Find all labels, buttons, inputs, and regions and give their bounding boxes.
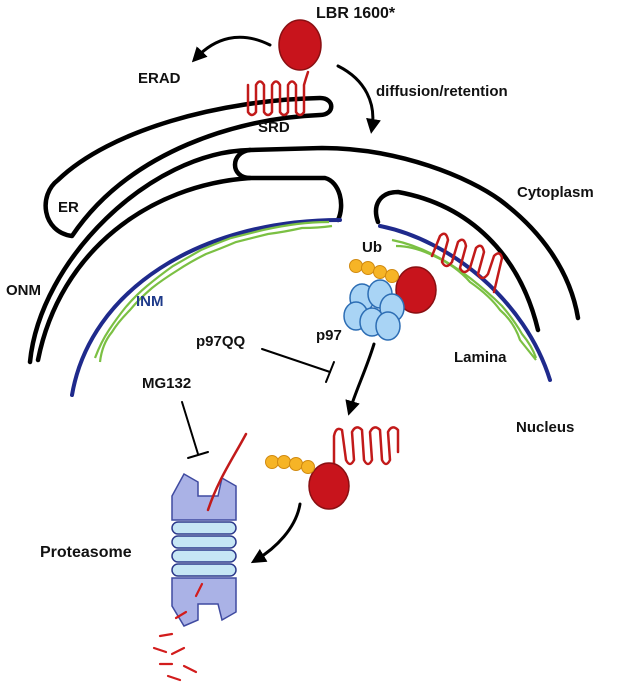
label-mg132: MG132 <box>142 375 191 392</box>
lbr-protein-extracted <box>308 426 400 510</box>
label-lbr: LBR 1600* <box>316 5 396 22</box>
outer-nuclear-membrane <box>232 145 581 321</box>
label-inm: INM <box>136 293 164 310</box>
onm-left-arc <box>35 175 253 363</box>
label-p97qq: p97QQ <box>196 333 246 350</box>
onm-right-inner <box>373 189 541 333</box>
proteasome <box>171 432 248 627</box>
arrow-diffusion <box>336 64 381 134</box>
label-srd: SRD <box>258 119 290 136</box>
label-er: ER <box>58 199 79 216</box>
er-membrane <box>43 95 334 239</box>
p97-complex <box>343 279 405 341</box>
arrow-to-proteasome <box>250 502 302 564</box>
onm-top-segment <box>27 147 253 365</box>
lbr-protein-top <box>246 19 322 117</box>
degraded-fragments <box>152 582 204 682</box>
label-cytoplasm: Cytoplasm <box>517 184 594 201</box>
label-ub: Ub <box>362 239 382 256</box>
arrow-extraction <box>345 342 376 416</box>
nuclear-lamina <box>93 220 538 363</box>
label-p97: p97 <box>316 327 342 344</box>
label-proteasome: Proteasome <box>40 544 132 561</box>
mg132-inhibition <box>181 401 209 459</box>
ubiquitin-chain-membrane <box>349 259 399 283</box>
arrow-to-erad <box>191 35 272 63</box>
label-diffusion: diffusion/retention <box>376 83 508 100</box>
lbr-protein-membrane <box>395 232 504 314</box>
label-nucleus: Nucleus <box>516 419 574 436</box>
inner-nuclear-membrane <box>70 218 342 397</box>
label-onm: ONM <box>6 282 41 299</box>
label-lamina: Lamina <box>454 349 507 366</box>
ubiquitin-chain-extracted <box>265 455 315 474</box>
label-erad: ERAD <box>138 70 181 87</box>
p97qq-inhibition <box>261 348 335 383</box>
